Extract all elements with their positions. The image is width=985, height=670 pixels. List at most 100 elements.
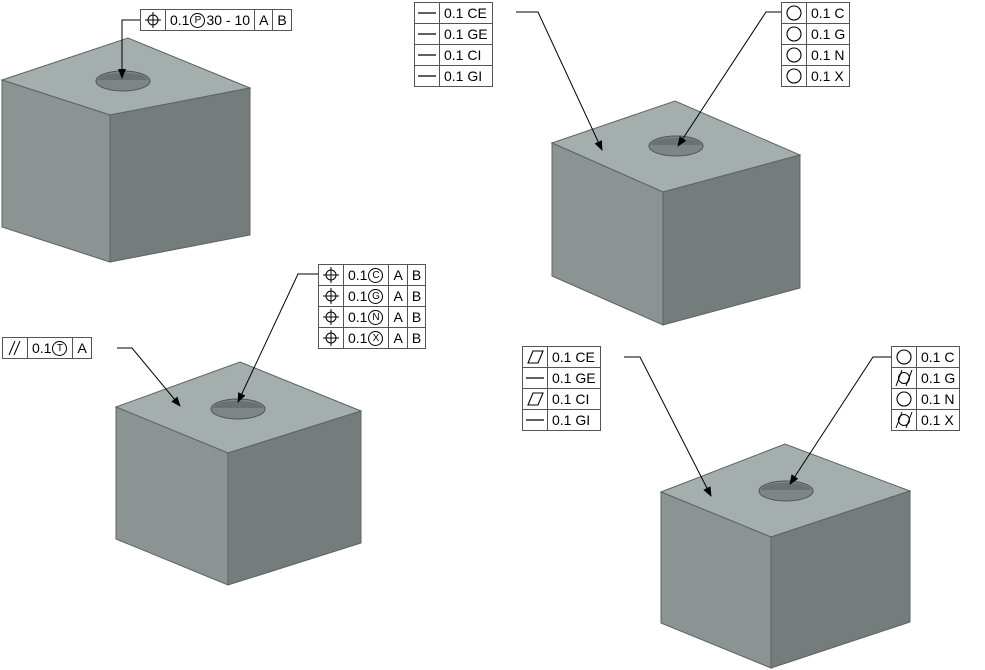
feature-control-frame: 0.1 CE: [522, 346, 601, 368]
tolerance-value: 0.1 G: [811, 26, 846, 42]
feature-control-frame: 0.1 GI: [522, 409, 601, 431]
tolerance-cell: 0.1 G: [917, 368, 959, 388]
feature-control-frame: 0.1 C: [891, 346, 961, 368]
circularity-icon: [892, 389, 917, 409]
tolerance-cell: 0.1 N: [917, 389, 958, 409]
tolerance-cell: 0.1 C: [807, 3, 848, 23]
feature-control-frame: 0.1 GE: [522, 367, 601, 389]
modifier-symbol: T: [52, 340, 68, 356]
feature-control-frame: 0.1 N: [781, 44, 851, 66]
hole-inner-wall: [761, 483, 811, 490]
block-3: [114, 361, 363, 586]
feature-control-frame: 0.1 G: [781, 23, 851, 45]
straightness-icon: [415, 24, 440, 44]
datum-reference: A: [77, 340, 87, 356]
leader-arrow-4: [237, 273, 318, 403]
tolerance-cell: 0.1 CE: [440, 3, 491, 23]
feature-control-frame: 0.1 CI: [522, 388, 601, 410]
tolerance-cell: 0.1 G: [807, 24, 849, 44]
tolerance-value: 0.1 X: [811, 68, 844, 84]
tolerance-cell: 0.1 GE: [548, 368, 600, 388]
feature-control-frame: 0.1 CE: [414, 2, 493, 24]
tolerance-value: 0.1: [348, 330, 368, 346]
front-right-face: [770, 490, 911, 669]
feature-control-frame-group: 0.1 C 0.1 G 0.1 N 0.1 X: [891, 346, 961, 431]
flatness-icon: [523, 389, 548, 409]
tolerance-cell: 0.1 CE: [548, 347, 599, 367]
tolerance-cell: 0.1 GE: [440, 24, 492, 44]
tolerance-value: 0.1 CE: [552, 349, 595, 365]
tolerance-value: 0.1 CE: [444, 5, 487, 21]
feature-control-frame: 0.1 X: [781, 65, 851, 87]
leader-arrow-3: [677, 11, 781, 147]
position-icon: [319, 286, 344, 306]
feature-control-frame-group: 0.1 CE 0.1 GE 0.1 CI 0.1 GI: [414, 2, 493, 87]
tolerance-value: 0.1 G: [921, 370, 956, 386]
flatness-icon: [523, 347, 548, 367]
circularity-icon: [782, 66, 807, 86]
tolerance-value: 0.1 CI: [552, 391, 590, 407]
feature-control-frame: 0.1 GI: [414, 65, 493, 87]
tolerance-value: 0.1: [170, 12, 190, 28]
tolerance-value: 0.1: [32, 340, 52, 356]
feature-control-frame: 0.1 CI: [414, 44, 493, 66]
front-right-face: [227, 410, 362, 586]
datum-reference: A: [389, 265, 408, 285]
datum-reference: A: [389, 307, 408, 327]
position-icon: [319, 265, 344, 285]
hole-inner-wall: [213, 401, 263, 408]
tolerance-value: 0.1: [348, 309, 368, 325]
leader-arrow-6: [624, 356, 712, 497]
circularity-icon: [782, 3, 807, 23]
circularity-icon: [782, 45, 807, 65]
tolerance-value: 0.1 CI: [444, 47, 482, 63]
tolerance-value: 0.1 GE: [444, 26, 488, 42]
tolerance-cell: 0.1 GI: [440, 66, 486, 86]
projected-zone-value: 30 - 10: [206, 12, 251, 28]
tolerance-value: 0.1 GI: [444, 68, 483, 84]
block-4: [659, 443, 912, 669]
leader-arrow-7: [789, 356, 891, 485]
tolerance-cell: 0.1 GI: [548, 410, 594, 430]
circularity-icon: [782, 24, 807, 44]
straightness-icon: [523, 368, 548, 388]
leader-arrow-1: [118, 19, 140, 79]
datum-reference: B: [277, 12, 287, 28]
modifier-symbol: P: [190, 12, 206, 28]
feature-control-frame-group: 0.1 CE 0.1 GE 0.1 CI 0.1 GI: [522, 346, 601, 431]
parallelism-icon: [3, 338, 28, 358]
position-icon: [141, 10, 166, 30]
position-icon: [319, 307, 344, 327]
modifier-symbol: C: [368, 267, 384, 283]
cylindricity-icon: [892, 410, 917, 430]
tolerance-cell: 0.1 N: [807, 45, 848, 65]
block-1: [0, 37, 252, 263]
feature-control-frame: 0.1 N: [891, 388, 961, 410]
tolerance-value: 0.1 C: [811, 5, 845, 21]
tolerance-cell: 0.1 C: [917, 347, 958, 367]
datum-reference: A: [389, 286, 408, 306]
datum-reference: B: [411, 288, 422, 304]
modifier-symbol: X: [368, 330, 384, 346]
hole-inner-wall: [651, 138, 701, 145]
feature-control-frame-group: 0.1 C 0.1 G 0.1 N 0.1 X: [781, 2, 851, 87]
straightness-icon: [523, 410, 548, 430]
leader-arrow-5: [117, 347, 181, 407]
tolerance-value: 0.1 GE: [552, 370, 596, 386]
datum-reference: A: [389, 328, 408, 348]
datum-reference: B: [411, 267, 422, 283]
feature-control-frame: 0.1 G: [891, 367, 961, 389]
tolerance-value: 0.1 X: [921, 412, 954, 428]
